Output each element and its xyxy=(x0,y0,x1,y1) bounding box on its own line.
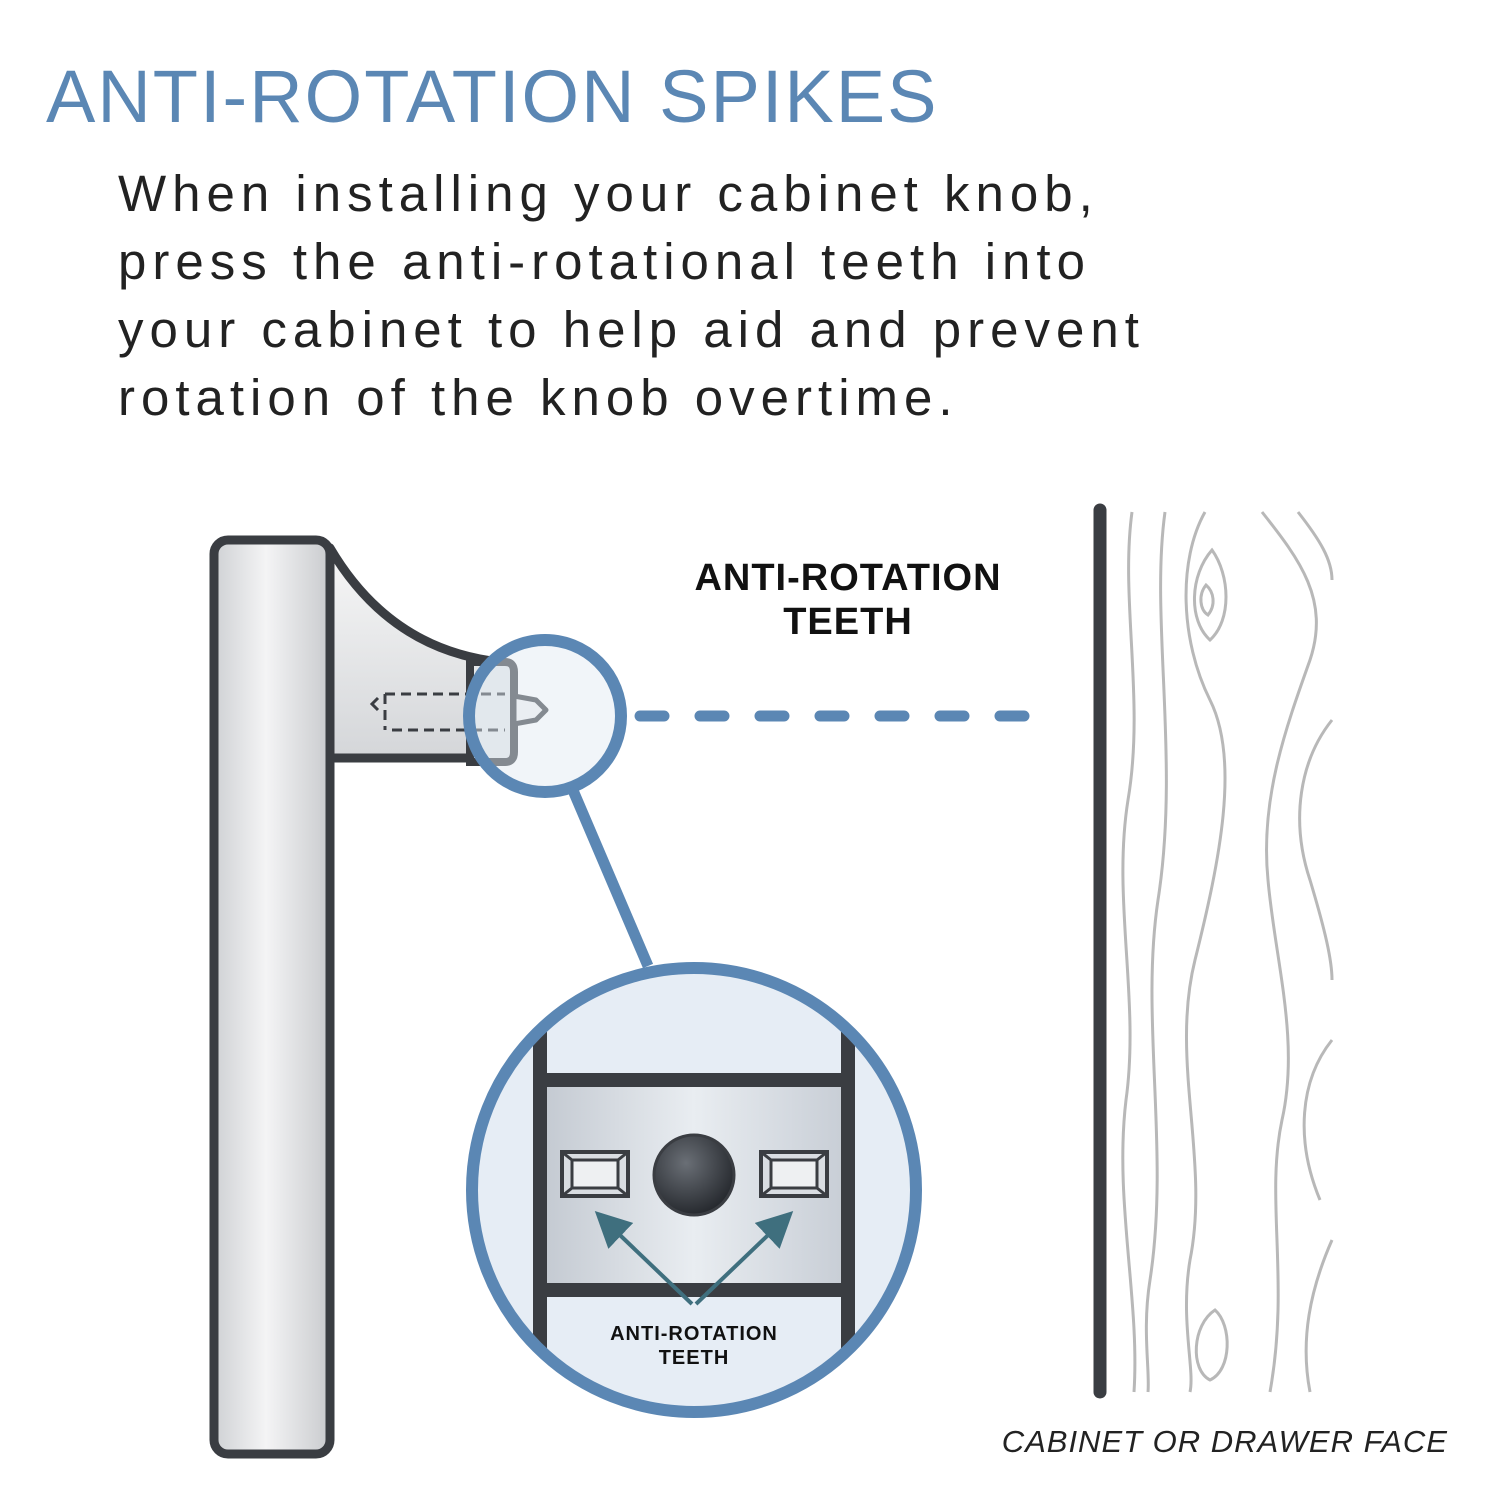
detail-callout-circle xyxy=(463,634,627,798)
page-title: ANTI-ROTATION SPIKES xyxy=(46,55,939,138)
teeth-label-top-line-2: TEETH xyxy=(783,601,913,643)
description-line-3: your cabinet to help aid and prevent xyxy=(118,301,1145,358)
screw-hole xyxy=(652,1133,736,1217)
cabinet-face-label: CABINET OR DRAWER FACE xyxy=(1002,1424,1448,1459)
teeth-label-zoom-line-1: ANTI-ROTATION xyxy=(610,1323,778,1345)
description-line-2: press the anti-rotational teeth into xyxy=(118,233,1091,290)
arrow-to-right-tooth xyxy=(694,1211,794,1306)
anti-rotation-tooth-profile xyxy=(511,693,549,727)
knob-face-plate xyxy=(209,535,335,1459)
description-line-1: When installing your cabinet knob, xyxy=(118,165,1099,222)
tooth-right xyxy=(759,1150,829,1198)
screw-hidden-outline xyxy=(369,692,505,732)
tooth-left xyxy=(560,1150,630,1198)
arrow-to-left-tooth xyxy=(594,1211,694,1306)
zoom-connector-line xyxy=(566,785,654,969)
teeth-label-top-line-1: ANTI-ROTATION xyxy=(694,557,1001,599)
zoom-detail: ANTI-ROTATION TEETH xyxy=(466,962,922,1418)
cabinet-face: CABINET OR DRAWER FACE xyxy=(1002,503,1448,1459)
knob-profile xyxy=(209,535,627,1459)
wood-grain xyxy=(1121,511,1334,1393)
description-line-4: rotation of the knob overtime. xyxy=(118,369,959,426)
teeth-label-zoom-line-2: TEETH xyxy=(659,1347,730,1369)
description-text: When installing your cabinet knob, press… xyxy=(118,160,1458,432)
